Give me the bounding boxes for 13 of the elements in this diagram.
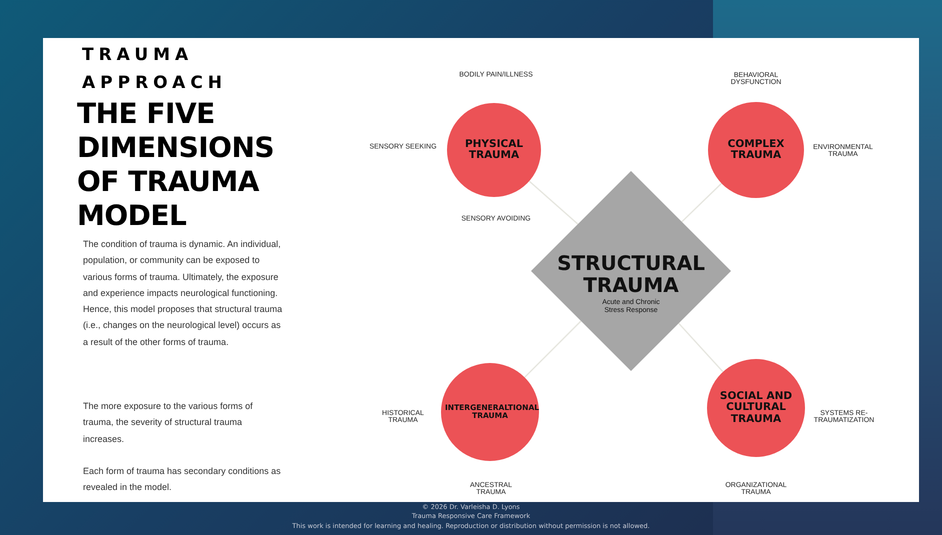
paragraph: The more exposure to the various forms of trauma, the severity of structural trauma increases. — [83, 400, 254, 446]
title: THE FIVE DIMENSIONS OF TRAUMA MODEL — [77, 97, 276, 233]
paragraph: The condition of trauma is dynamic. An individual, population, or community can be exposed to various forms of trauma. Ultimately, the exposure and experience impacts neurological functioning. Hence, this model proposes that structural trauma (i.e., changes on the neurological level) occurs as a result of the other forms of trauma. — [83, 238, 283, 349]
node-label: PHYSICAL TRAUMA — [464, 138, 524, 162]
node-label: COMPLEX TRAUMA — [726, 138, 786, 162]
node-label: SOCIAL AND CULTURAL TRAUMA — [718, 391, 794, 425]
connector-line — [528, 180, 578, 225]
node-title: STRUCTURAL TRAUMA — [556, 252, 706, 296]
connector-line — [681, 182, 722, 222]
subheading: TRAUMA APPROACH — [82, 44, 228, 95]
connector-line — [524, 320, 582, 378]
paragraph: Each form of trauma has secondary conditions as revealed in the model. — [83, 465, 282, 494]
connector-line — [678, 322, 724, 372]
